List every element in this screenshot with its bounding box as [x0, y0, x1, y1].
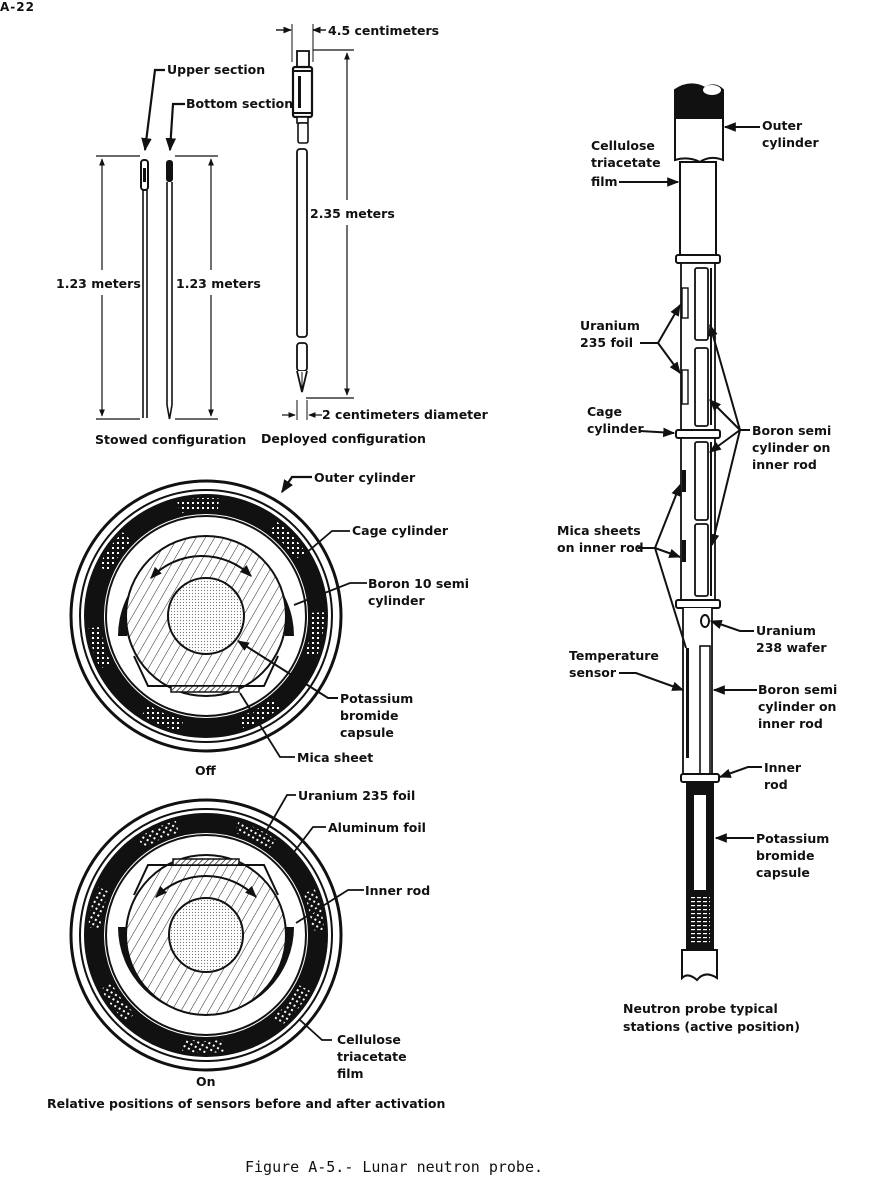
mica-sheet-label: Mica sheet	[297, 750, 373, 765]
probe-stations: Outer cylinder Cellulose triacetate film…	[557, 83, 837, 1034]
deployed-diameter-label: 2 centimeters diameter	[322, 407, 489, 422]
probe-boron-b-line3: inner rod	[758, 716, 823, 731]
uranium-235-foil-label: Uranium 235 foil	[298, 788, 415, 803]
cross-section-off: Outer cylinder Cage cylinder Boron 10 se…	[69, 470, 469, 778]
probe-boron-a-line1: Boron semi	[752, 423, 831, 438]
inner-rod-label: Inner rod	[365, 883, 430, 898]
film-label-line2: triacetate	[337, 1049, 407, 1064]
kbr-capsule-label-line2: bromide	[340, 708, 398, 723]
page-number: A-22	[0, 0, 35, 14]
bottom-section-rod	[166, 160, 173, 420]
boron-10-label-line1: Boron 10 semi	[368, 576, 469, 591]
probe-u235-line2: 235 foil	[580, 335, 633, 350]
boron-10-label-line2: cylinder	[368, 593, 425, 608]
probe-boron-b-line2: cylinder on	[758, 699, 836, 714]
film-label-line3: film	[337, 1066, 364, 1081]
probe-film-line3: film	[591, 174, 618, 189]
probe-inner-rod-line2: rod	[764, 777, 788, 792]
stowed-right-length: 1.23 meters	[176, 276, 261, 291]
probe-cage-line2: cylinder	[587, 421, 644, 436]
film-label-line1: Cellulose	[337, 1032, 401, 1047]
deployed-width-label: 4.5 centimeters	[328, 23, 439, 38]
probe-u235-line1: Uranium	[580, 318, 640, 333]
aluminum-foil-label: Aluminum foil	[328, 820, 426, 835]
cage-cylinder-label: Cage cylinder	[352, 523, 449, 538]
deployed-probe	[291, 50, 314, 393]
deployed-caption: Deployed configuration	[261, 431, 426, 446]
cross-section-on: Uranium 235 foil Aluminum foil Inner rod…	[47, 788, 445, 1111]
probe-u238-line1: Uranium	[756, 623, 816, 638]
probe-stations-caption-line2: stations (active position)	[623, 1019, 800, 1034]
probe-boron-b-line1: Boron semi	[758, 682, 837, 697]
probe-kbr-line1: Potassium	[756, 831, 829, 846]
probe-cage-line1: Cage	[587, 404, 622, 419]
probe-mica-line1: Mica sheets	[557, 523, 641, 538]
kbr-capsule-label-line1: Potassium	[340, 691, 413, 706]
cross-section-caption: Relative positions of sensors before and…	[47, 1096, 445, 1111]
cross-section-on-drawing	[69, 798, 343, 1072]
probe-mica-line2: on inner rod	[557, 540, 644, 555]
probe-kbr-line2: bromide	[756, 848, 814, 863]
probe-temp-line1: Temperature	[569, 648, 659, 663]
stowed-configuration: Upper section Bottom section 1.23 meters…	[56, 62, 293, 447]
on-state-label: On	[196, 1074, 216, 1089]
deployed-length-label: 2.35 meters	[310, 206, 395, 221]
deployed-configuration: 4.5 centimeters 2.35 meters 2 centimeter…	[261, 23, 489, 446]
probe-kbr-line3: capsule	[756, 865, 810, 880]
stowed-caption: Stowed configuration	[95, 432, 246, 447]
probe-temp-line2: sensor	[569, 665, 617, 680]
upper-section-leader	[141, 68, 165, 152]
outer-cylinder-label: Outer cylinder	[314, 470, 416, 485]
figure-caption: Figure A-5.- Lunar neutron probe.	[245, 1158, 543, 1176]
probe-film-line2: triacetate	[591, 155, 661, 170]
bottom-section-leader	[165, 102, 185, 152]
cross-section-off-drawing	[69, 479, 343, 753]
kbr-capsule-label-line3: capsule	[340, 725, 394, 740]
probe-film-line1: Cellulose	[591, 138, 655, 153]
probe-outer-cylinder-line1: Outer	[762, 118, 803, 133]
probe-stations-drawing	[674, 83, 724, 982]
off-state-label: Off	[195, 763, 217, 778]
upper-section-rod	[140, 159, 149, 418]
stowed-left-length: 1.23 meters	[56, 276, 141, 291]
probe-stations-caption-line1: Neutron probe typical	[623, 1001, 778, 1016]
probe-u238-line2: 238 wafer	[756, 640, 827, 655]
bottom-section-label: Bottom section	[186, 96, 293, 111]
probe-boron-a-line2: cylinder on	[752, 440, 830, 455]
probe-boron-a-line3: inner rod	[752, 457, 817, 472]
probe-outer-cylinder-line2: cylinder	[762, 135, 819, 150]
upper-section-label: Upper section	[167, 62, 265, 77]
probe-inner-rod-line1: Inner	[764, 760, 802, 775]
